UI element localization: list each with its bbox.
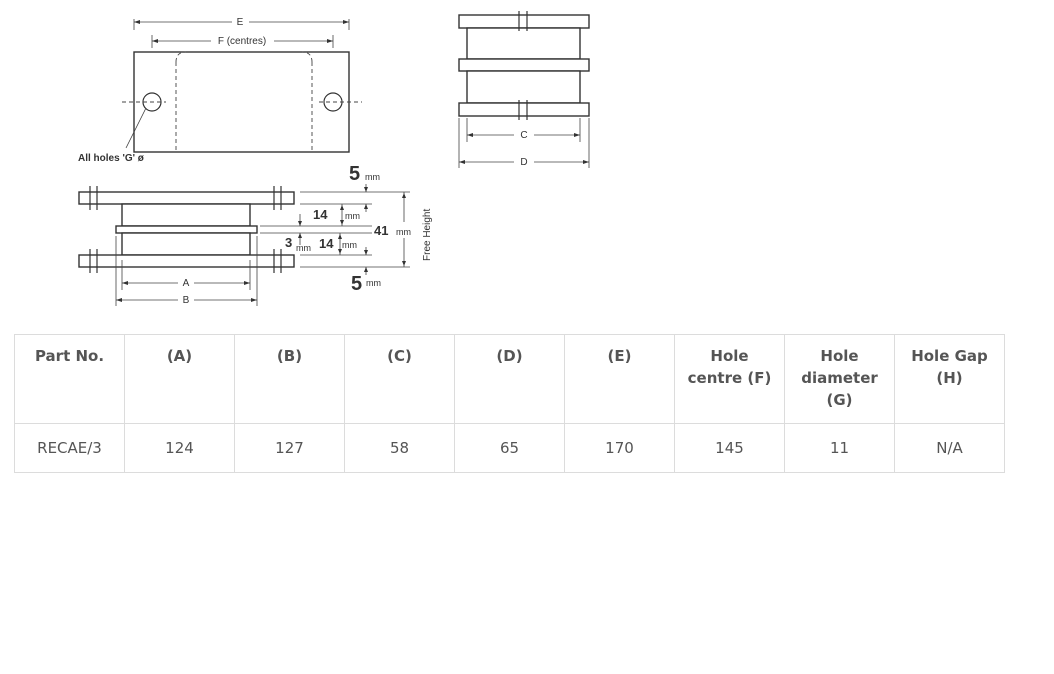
cell-hole-diameter: 11 <box>784 423 895 473</box>
dim-c-label: C <box>520 130 527 141</box>
dim-b-label: B <box>183 295 190 306</box>
cell-a: 124 <box>124 423 235 473</box>
cell-c: 58 <box>344 423 455 473</box>
base-plate-top <box>133 51 350 153</box>
top-plate-unit: mm <box>365 172 380 182</box>
dim-f-label: F (centres) <box>218 36 266 47</box>
bottom-plate-unit: mm <box>366 278 381 288</box>
upper-gap-unit: mm <box>345 211 360 221</box>
side-view: 5 mm 14 mm 3 mm 14 mm 5 mm 41 mm Free He… <box>78 163 433 306</box>
all-holes-label: All holes 'G' ø <box>78 153 145 164</box>
dim-a-label: A <box>183 278 190 289</box>
bottom-plate-value: 5 <box>351 273 362 295</box>
lower-gap-value: 14 <box>319 236 334 251</box>
cell-d: 65 <box>454 423 565 473</box>
header-part-no: Part No. <box>14 334 125 424</box>
cell-hole-gap: N/A <box>894 423 1005 473</box>
middle-plate-value: 3 <box>285 235 292 250</box>
upper-gap-value: 14 <box>313 207 328 222</box>
table-row: RECAE/3 124 127 58 65 170 145 11 N/A <box>14 423 1005 473</box>
free-height-label: Free Height <box>422 209 433 261</box>
table-header-row: Part No. (A) (B) (C) (D) (E) Hole centre… <box>14 334 1005 424</box>
middle-plate-unit: mm <box>296 243 311 253</box>
header-b: (B) <box>234 334 345 424</box>
lower-gap-unit: mm <box>342 240 357 250</box>
header-c: (C) <box>344 334 455 424</box>
total-height-value: 41 <box>374 223 388 238</box>
technical-drawing: E F (centres) All holes 'G' ø <box>78 11 590 306</box>
cell-b: 127 <box>234 423 345 473</box>
cell-hole-centre: 145 <box>674 423 785 473</box>
header-e: (E) <box>564 334 675 424</box>
cell-part-no: RECAE/3 <box>14 423 125 473</box>
header-d: (D) <box>454 334 565 424</box>
cell-e: 170 <box>564 423 675 473</box>
header-hole-diameter: Hole diameter (G) <box>784 334 895 424</box>
total-height-unit: mm <box>396 227 411 237</box>
dim-e-label: E <box>237 17 244 28</box>
specification-table: Part No. (A) (B) (C) (D) (E) Hole centre… <box>14 334 1005 473</box>
header-hole-centre: Hole centre (F) <box>674 334 785 424</box>
end-view: C D <box>458 11 590 168</box>
header-hole-gap: Hole Gap (H) <box>894 334 1005 424</box>
top-plate-value: 5 <box>349 163 360 185</box>
top-view: E F (centres) All holes 'G' ø <box>78 17 362 164</box>
dim-d-label: D <box>520 157 527 168</box>
header-a: (A) <box>124 334 235 424</box>
